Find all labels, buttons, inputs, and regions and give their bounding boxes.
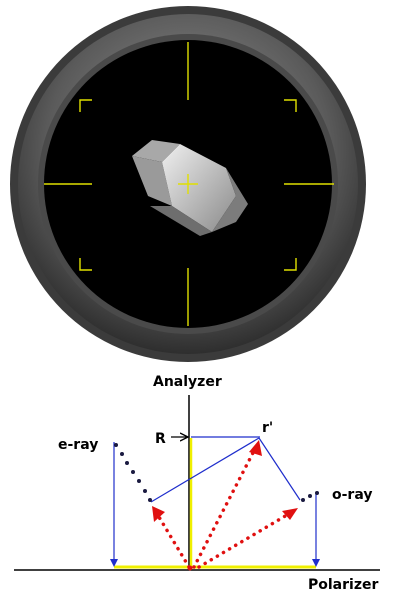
- red-ray-right: [197, 510, 294, 569]
- prismatic-crystal-icon: [132, 140, 248, 236]
- vector-diagram: Analyzer Polarizer e-ray o-ray R r': [14, 374, 380, 592]
- crystal-bottom-facet: [150, 206, 212, 236]
- red-ray-left: [154, 510, 191, 569]
- crosshair-reticle: [44, 42, 334, 326]
- e-ray-label: e-ray: [58, 437, 98, 453]
- crystal-left-facet: [132, 156, 172, 206]
- crystal-right-facet: [212, 168, 248, 232]
- e-ray-to-r-prime: [150, 437, 260, 503]
- projection-lines: [110, 436, 320, 567]
- yellow-crosshair-center: [178, 174, 198, 194]
- r-prime-label: r': [262, 420, 273, 436]
- o-ray-label: o-ray: [332, 487, 372, 503]
- polarizer-label: Polarizer: [308, 577, 378, 592]
- red-arrowhead-left: [152, 506, 165, 522]
- origin-point: [187, 565, 193, 571]
- r-label: R: [155, 431, 166, 447]
- microscope-view: [10, 6, 366, 362]
- r-prime-to-o-ray: [258, 437, 301, 501]
- o-ray-dotted-trail: [301, 491, 319, 502]
- reticle-corner-br: [284, 258, 297, 271]
- analyzer-label: Analyzer: [153, 374, 222, 390]
- red-arrowheads: [152, 440, 298, 522]
- e-ray-dotted-trail: [114, 443, 152, 502]
- reticle-corner-bl: [79, 258, 92, 271]
- red-arrowhead-right: [282, 508, 298, 520]
- crystal-face: [162, 144, 236, 232]
- reticle-corner-tl: [79, 99, 92, 112]
- red-dotted-rays: [154, 445, 294, 569]
- red-arrowhead-middle: [249, 440, 262, 456]
- reticle-corner-tr: [284, 99, 297, 112]
- crystal-top-facet: [132, 140, 180, 162]
- red-ray-middle: [192, 445, 258, 569]
